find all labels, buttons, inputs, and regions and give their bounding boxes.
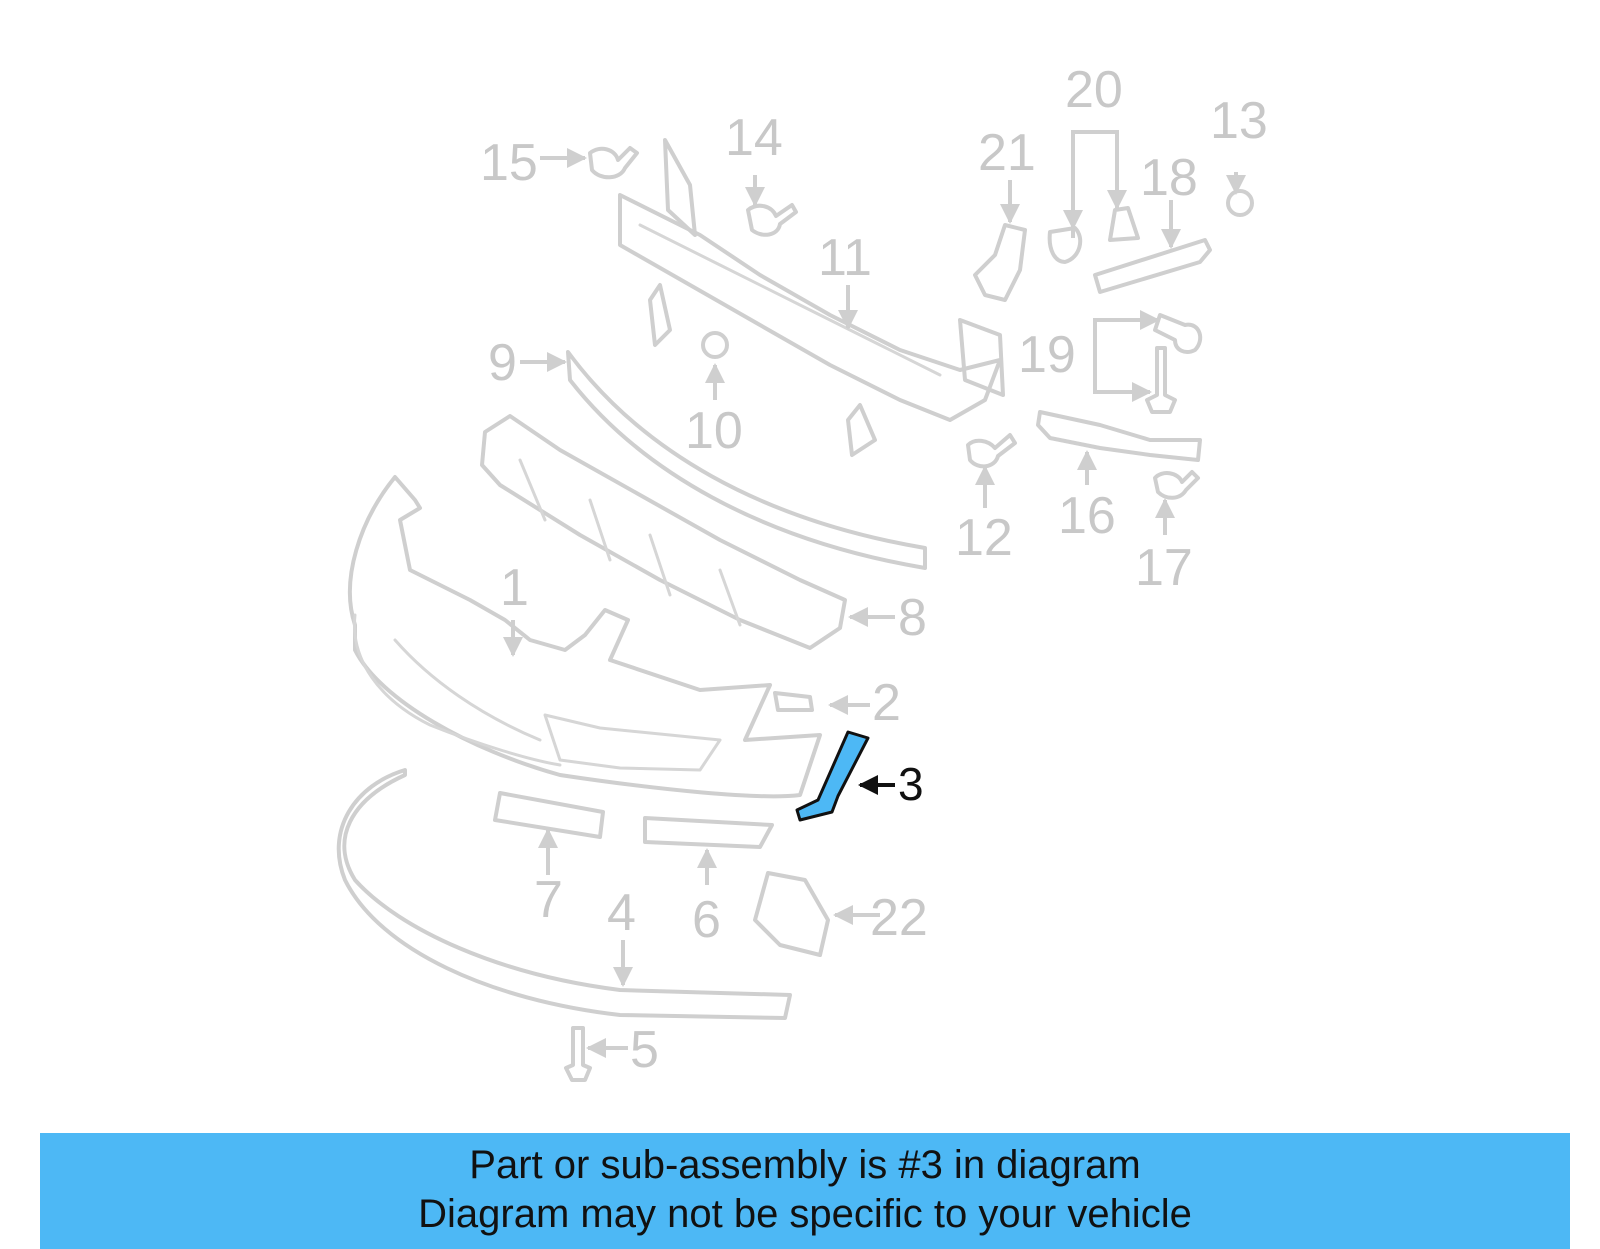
part-8-energy-absorber [480,414,847,650]
part-20-clip-left [1047,226,1083,264]
callout-2: 2 [872,674,901,732]
callout-7: 7 [534,871,563,929]
part-6-trim-strip [643,816,774,849]
callout-6: 6 [692,891,721,949]
callout-3: 3 [898,758,924,810]
callout-19: 19 [1018,326,1076,384]
callout-22: 22 [870,889,928,947]
callout-8: 8 [898,589,927,647]
callout-18: 18 [1140,149,1198,207]
part-16-bracket [1036,410,1202,462]
info-banner: Part or sub-assembly is #3 in diagram Di… [40,1133,1570,1249]
part-9-upper-absorber-strip [566,350,927,570]
leader-lines [503,130,1246,1058]
part-1-bumper-cover [347,475,822,799]
part-12-bolt [966,433,1017,469]
callout-11: 11 [818,229,872,287]
part-15-bolt [588,146,639,180]
callout-9: 9 [488,334,517,392]
callout-12: 12 [955,509,1013,567]
callout-16: 16 [1058,487,1116,545]
banner-line-disclaimer: Diagram may not be specific to your vehi… [418,1192,1192,1236]
part-11-reinforcement-beam [618,138,1005,457]
part-17-screw [1153,470,1200,500]
part-3-bracket-highlighted [795,730,870,822]
part-5-bolt [564,1026,592,1082]
callout-4: 4 [607,884,636,942]
callout-20: 20 [1065,61,1123,119]
part-13-nut [1226,189,1254,217]
callout-17: 17 [1135,539,1193,597]
banner-line-part-number: Part or sub-assembly is #3 in diagram [469,1143,1141,1187]
callout-15: 15 [480,134,538,192]
callout-5: 5 [630,1021,659,1079]
callout-labels: 1 2 3 4 5 6 7 8 9 10 11 12 13 14 15 16 1… [480,61,1268,1079]
part-2-clip [773,691,814,712]
part-20-clip-right [1108,206,1140,242]
part-19-bolt-lower [1145,346,1177,414]
part-18-bracket [1093,238,1212,294]
part-21-bracket [973,223,1027,302]
callout-14: 14 [725,109,783,167]
callout-13: 13 [1210,92,1268,150]
callout-10: 10 [685,402,743,460]
part-19-bolt-upper [1153,313,1203,354]
callout-1: 1 [500,559,529,617]
part-4-lower-valance [336,768,792,1020]
callout-21: 21 [978,124,1036,182]
part-10-nut [701,331,729,359]
part-22-fog-cover [753,871,830,957]
part-14-bolt [746,203,798,237]
part-7-trim-strip [493,791,605,839]
